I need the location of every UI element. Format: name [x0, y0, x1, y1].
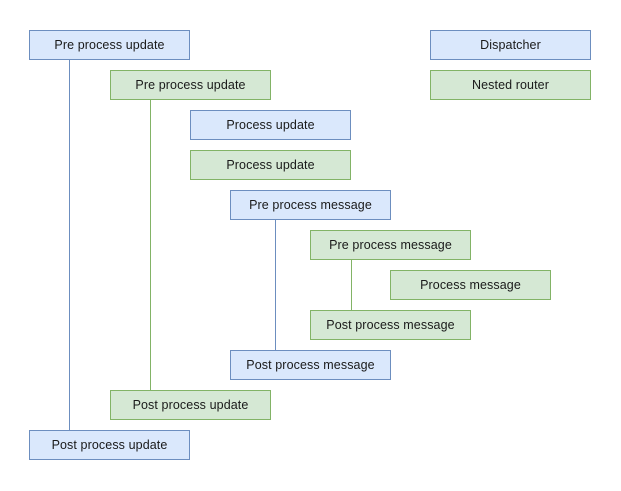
lifeline-nested-router-message — [351, 260, 352, 310]
node-pre-process-message-dispatcher[interactable]: Pre process message — [230, 190, 391, 220]
lifeline-dispatcher-message — [275, 220, 276, 350]
node-pre-process-message-router[interactable]: Pre process message — [310, 230, 471, 260]
node-post-process-update-dispatcher[interactable]: Post process update — [29, 430, 190, 460]
node-post-process-message-dispatcher[interactable]: Post process message — [230, 350, 391, 380]
node-post-process-update-router[interactable]: Post process update — [110, 390, 271, 420]
node-process-update-router[interactable]: Process update — [190, 150, 351, 180]
legend-nested-router-box: Nested router — [430, 70, 591, 100]
node-process-update-dispatcher[interactable]: Process update — [190, 110, 351, 140]
node-post-process-message-router[interactable]: Post process message — [310, 310, 471, 340]
legend-dispatcher-box: Dispatcher — [430, 30, 591, 60]
lifeline-nested-router-update — [150, 100, 151, 390]
node-pre-process-update-dispatcher[interactable]: Pre process update — [29, 30, 190, 60]
node-process-message-router[interactable]: Process message — [390, 270, 551, 300]
node-pre-process-update-router[interactable]: Pre process update — [110, 70, 271, 100]
lifeline-dispatcher-update — [69, 60, 70, 430]
